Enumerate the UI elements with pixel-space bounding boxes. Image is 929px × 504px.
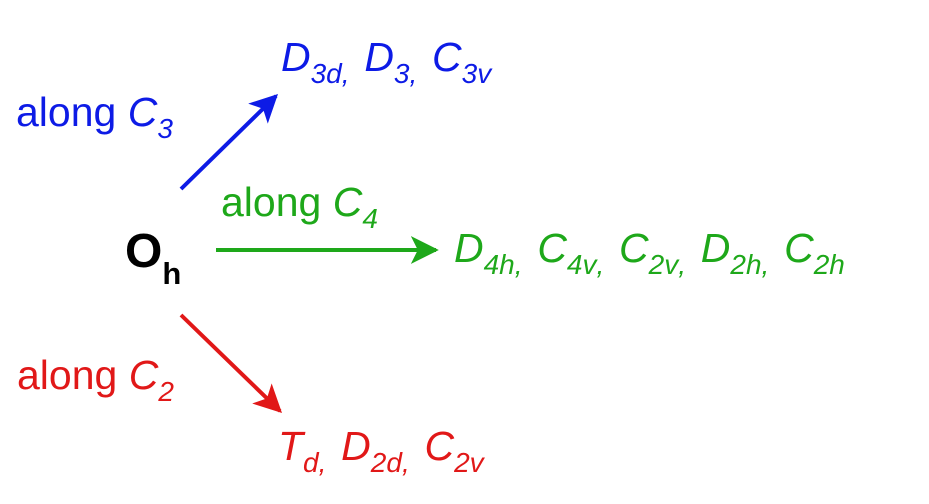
subgroup-main: T	[278, 423, 304, 469]
subgroup-sub: d	[303, 446, 319, 478]
axis-sub: 2	[158, 375, 174, 407]
axis-label-word: along	[16, 89, 117, 135]
subgroup-main: D	[281, 34, 311, 80]
subgroup-c2-0: Td,	[278, 423, 330, 477]
subgroup-sub: 2v	[648, 248, 679, 280]
subgroup-sub: 4v	[566, 248, 597, 280]
subgroups-c2: Td, D2d, C2v	[278, 426, 484, 477]
subgroup-separator: ,	[341, 57, 350, 89]
subgroup-sub: 2d	[370, 446, 402, 478]
axis-label-c2: along C2	[17, 355, 174, 406]
subgroup-main: D	[341, 423, 371, 469]
axis-label-word: along	[17, 352, 118, 398]
subgroup-separator: ,	[761, 248, 770, 280]
axis-main: C	[332, 179, 363, 225]
subgroup-main: C	[432, 34, 462, 80]
subgroup-c2-2: C2v	[424, 423, 483, 477]
subgroup-sub: 3v	[461, 57, 492, 89]
arrow-c2	[179, 313, 283, 413]
axis-label-c4: along C4	[221, 182, 378, 233]
axis-label-c3: along C3	[16, 92, 173, 143]
subgroup-sub: 3d	[310, 57, 342, 89]
subgroups-c4: D4h, C4v, C2v, D2h, C2h	[454, 228, 845, 279]
axis-main: C	[127, 89, 158, 135]
subgroup-sub: 2v	[454, 446, 484, 478]
arrow-c3	[179, 94, 279, 191]
parent-group-sub: h	[162, 256, 182, 292]
axis-sub: 4	[362, 202, 378, 234]
subgroup-separator: ,	[514, 248, 523, 280]
axis-sub: 3	[157, 112, 173, 144]
axis-label-word: along	[221, 179, 322, 225]
subgroup-c3-2: C3v	[432, 34, 491, 88]
subgroup-sub: 3	[393, 57, 410, 89]
subgroup-main: D	[364, 34, 394, 80]
subgroup-separator: ,	[596, 248, 605, 280]
subgroup-c4-4: C2h	[784, 225, 845, 279]
subgroup-separator: ,	[678, 248, 687, 280]
subgroup-sub: 2h	[730, 248, 762, 280]
subgroup-main: C	[537, 225, 567, 271]
subgroups-c3: D3d, D3, C3v	[281, 37, 491, 88]
parent-group-label: Oh	[125, 225, 182, 292]
subgroup-main: C	[619, 225, 649, 271]
subgroup-separator: ,	[401, 446, 410, 478]
parent-group-main: O	[125, 225, 163, 278]
subgroup-main: C	[784, 225, 814, 271]
subgroup-c3-0: D3d,	[281, 34, 353, 88]
subgroup-separator: ,	[409, 57, 418, 89]
axis-main: C	[128, 352, 159, 398]
subgroup-c3-1: D3,	[364, 34, 420, 88]
subgroup-main: D	[700, 225, 731, 271]
subgroup-main: D	[454, 225, 484, 271]
subgroup-sub: 4h	[483, 248, 515, 280]
subgroup-sub: 2h	[813, 248, 845, 280]
subgroup-c4-3: D2h,	[700, 225, 773, 279]
subgroup-c2-1: D2d,	[341, 423, 413, 477]
subgroup-c4-2: C2v,	[619, 225, 689, 279]
subgroup-main: C	[424, 423, 455, 469]
subgroup-c4-0: D4h,	[454, 225, 526, 279]
subgroup-c4-1: C4v,	[537, 225, 607, 279]
subgroup-separator: ,	[318, 446, 327, 478]
